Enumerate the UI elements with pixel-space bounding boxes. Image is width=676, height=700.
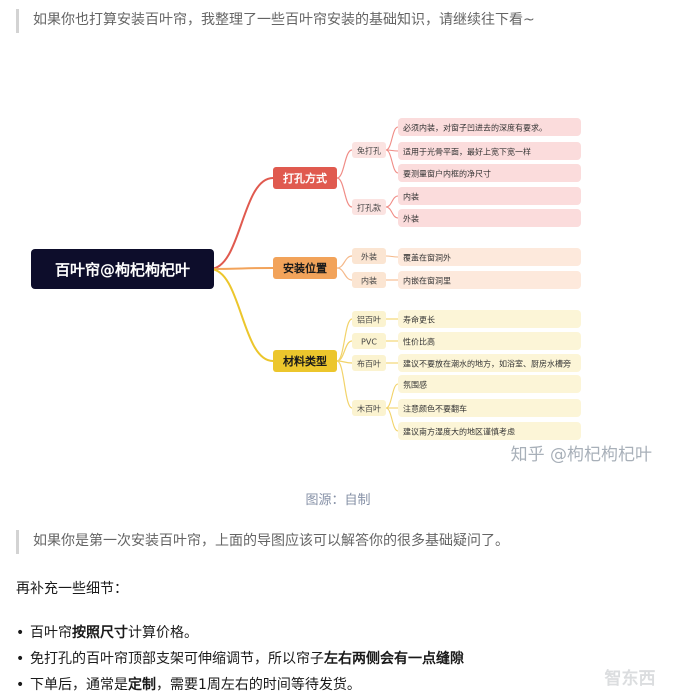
mindmap-leaf-label: 注意颜色不要翻车 (403, 404, 467, 414)
branch-connector (336, 177, 353, 208)
mindmap-group-label: 打孔款 (357, 203, 381, 213)
mindmap-leaf-label: 要测量窗户内框的净尺寸 (403, 169, 491, 179)
mindmap-branch-box (273, 257, 337, 279)
list-item: 免打孔的百叶帘顶部支架可伸缩调节，所以帘子左右两侧会有一点缝隙 (16, 646, 464, 672)
item-connector (385, 126, 399, 151)
mindmap-leaf-box (398, 422, 581, 440)
mindmap-group-box (352, 142, 386, 158)
mindmap-leaf-label: 覆盖在窗洞外 (403, 253, 451, 263)
item-connector (385, 407, 399, 432)
mindmap-leaf-box (398, 399, 581, 417)
root-connector (209, 268, 274, 362)
branch-connector (336, 360, 353, 409)
branch-connector (336, 267, 353, 281)
mindmap-branch-label: 材料类型 (283, 354, 327, 368)
mindmap-group-box (352, 333, 386, 349)
mindmap-leaf-label: 寿命更长 (403, 315, 435, 325)
item-connector (385, 206, 399, 219)
item-connector (385, 149, 399, 174)
mindmap-group-label: 铝百叶 (357, 315, 381, 325)
supplement-title: 再补充一些细节： (16, 581, 128, 597)
mindmap-group-label: 免打孔 (357, 146, 381, 156)
mindmap-leaf-box (398, 248, 581, 266)
branch-connector (336, 149, 353, 179)
mindmap-group-box (352, 355, 386, 371)
mindmap-leaf-box (398, 354, 581, 372)
zhihu-watermark: 知乎 @枸杞枸杞叶 (511, 445, 652, 465)
branch-connector (336, 255, 353, 269)
mindmap-leaf-label: 建议南方湿度大的地区谨慎考虑 (403, 427, 515, 437)
mindmap-leaf-label: 内装 (403, 192, 419, 202)
mindmap-leaf-box (398, 209, 581, 227)
mindmap-group-label: 内装 (361, 276, 377, 286)
mindmap-leaf-box (398, 142, 581, 160)
mindmap-branch-box (273, 167, 337, 189)
mindmap-branch-box (273, 350, 337, 372)
branch-connector (336, 360, 353, 364)
mindmap-leaf-box (398, 375, 581, 393)
mind-map: 必须内装，对窗子凹进去的深度有要求。适用于光骨平面，最好上宽下宽一样要测量窗户内… (31, 118, 652, 465)
intro-quote: 如果你也打算安装百叶帘，我整理了一些百叶帘安装的基础知识，请继续往下看~ (16, 9, 535, 33)
mindmap-leaf-box (398, 118, 581, 136)
mindmap-group-box (352, 248, 386, 264)
mindmap-group-box (352, 400, 386, 416)
mindmap-group-box (352, 311, 386, 327)
list-item: 下单后，通常是定制，需要1周左右的时间等待发货。 (16, 672, 464, 698)
list-item: 百叶帘按照尺寸计算价格。 (16, 620, 464, 646)
mindmap-leaf-label: 建议不要放在潮水的地方，如浴室、厨房水槽旁 (403, 359, 571, 369)
brand-watermark: 智东西 (605, 668, 656, 689)
item-connector (385, 383, 399, 409)
brand-watermark-text: 智东西 (605, 668, 656, 689)
mindmap-branch-label: 安装位置 (283, 261, 327, 275)
mindmap-leaf-label: 必须内装，对窗子凹进去的深度有要求。 (403, 123, 547, 133)
mindmap-leaf-box (398, 332, 581, 350)
second-quote: 如果你是第一次安装百叶帘，上面的导图应该可以解答你的很多基础疑问了。 (16, 530, 509, 554)
mindmap-leaf-box (398, 271, 581, 289)
mindmap-root-box (31, 249, 214, 289)
mindmap-group-label: 木百叶 (357, 404, 381, 414)
root-connector (209, 267, 274, 270)
mindmap-branch-label: 打孔方式 (283, 171, 327, 185)
mindmap-group-label: PVC (361, 338, 377, 347)
item-connector (385, 195, 399, 208)
item-connector (385, 255, 399, 258)
mindmap-group-label: 布百叶 (357, 359, 381, 369)
mindmap-leaf-label: 适用于光骨平面，最好上宽下宽一样 (403, 147, 531, 157)
mindmap-leaf-box (398, 164, 581, 182)
branch-connector (336, 318, 353, 362)
mindmap-leaf-box (398, 310, 581, 328)
root-connector (209, 177, 274, 270)
mindmap-root-label: 百叶帘@枸杞枸杞叶 (55, 261, 190, 279)
image-caption: 图源：自制 (305, 493, 371, 508)
mindmap-group-box (352, 272, 386, 288)
detail-list: 百叶帘按照尺寸计算价格。 免打孔的百叶帘顶部支架可伸缩调节，所以帘子左右两侧会有… (16, 620, 464, 698)
mindmap-leaf-label: 氛围感 (403, 380, 427, 390)
branch-connector (336, 340, 353, 362)
mindmap-leaf-box (398, 187, 581, 205)
mindmap-leaf-label: 性价比高 (403, 337, 435, 347)
mindmap-leaf-label: 外装 (403, 214, 419, 224)
mindmap-leaf-label: 内嵌在窗洞里 (403, 276, 451, 286)
mindmap-group-box (352, 199, 386, 215)
mindmap-group-label: 外装 (361, 252, 377, 262)
